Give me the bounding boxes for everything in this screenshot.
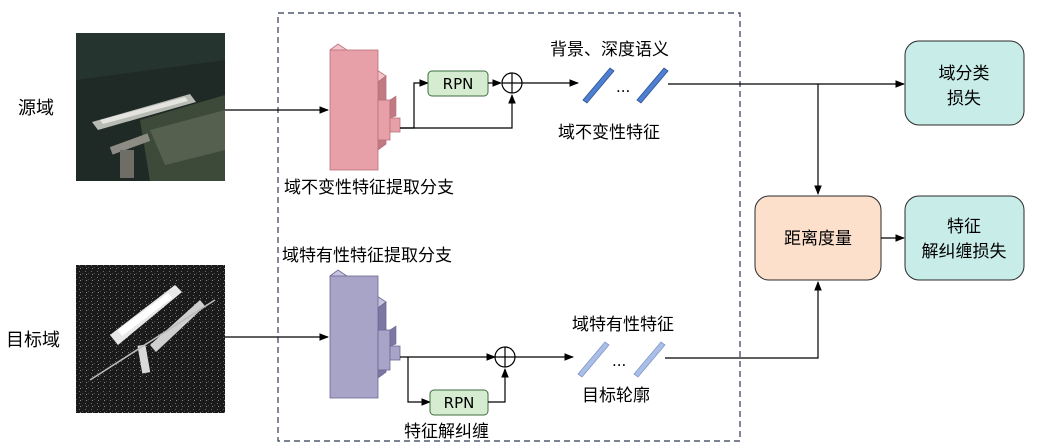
disentangle-loss-line2: 解纠缠损失 [922, 242, 1007, 262]
specific-feature-vector-1 [577, 341, 610, 378]
invariant-feature-vector-1 [582, 67, 615, 104]
top-feature-ellipsis: ... [616, 78, 630, 96]
source-domain-label: 源域 [18, 98, 54, 119]
domain-loss-box [904, 40, 1025, 126]
invariant-branch-title: 域不变性特征提取分支 [284, 178, 454, 198]
disentangle-loss-box [904, 195, 1025, 281]
top-rpn-label: RPN [443, 75, 474, 93]
top-skip-line [400, 94, 516, 129]
bottom-rpn-to-sum-arrow [488, 368, 509, 403]
module-frame [277, 12, 741, 442]
top-sum-node [501, 72, 523, 94]
invariant-feature-vector-2 [636, 67, 669, 104]
specific-branch-title: 域特有性特征提取分支 [282, 246, 452, 266]
invariant-extractor-block [329, 43, 401, 171]
source-image [76, 33, 225, 181]
disentangle-loss-line1: 特征 [947, 217, 981, 237]
target-image [76, 265, 225, 413]
domain-loss-line2: 损失 [947, 89, 981, 109]
specific-extractor-block [329, 269, 401, 399]
bottom-feature-ellipsis: ... [612, 352, 626, 370]
invariant-feature-label: 域不变性特征 [558, 123, 660, 143]
specific-feature-label: 域特有性特征 [572, 315, 674, 335]
target-contour-label: 目标轮廓 [582, 386, 650, 406]
domain-loss-line1: 域分类 [939, 64, 990, 84]
bottom-rpn-input-line [407, 357, 431, 406]
top-rpn-input-line [400, 79, 429, 129]
disentangle-label: 特征解纠缠 [404, 422, 489, 442]
bottom-rpn-label: RPN [444, 394, 475, 412]
target-domain-label: 目标域 [6, 330, 60, 351]
bottom-sum-node [494, 346, 516, 368]
specific-to-distance-arrow [665, 281, 822, 359]
specific-feature-vector-2 [633, 341, 666, 378]
invariant-semantic-label: 背景、深度语义 [550, 40, 669, 60]
distance-metric-label: 距离度量 [784, 229, 852, 249]
